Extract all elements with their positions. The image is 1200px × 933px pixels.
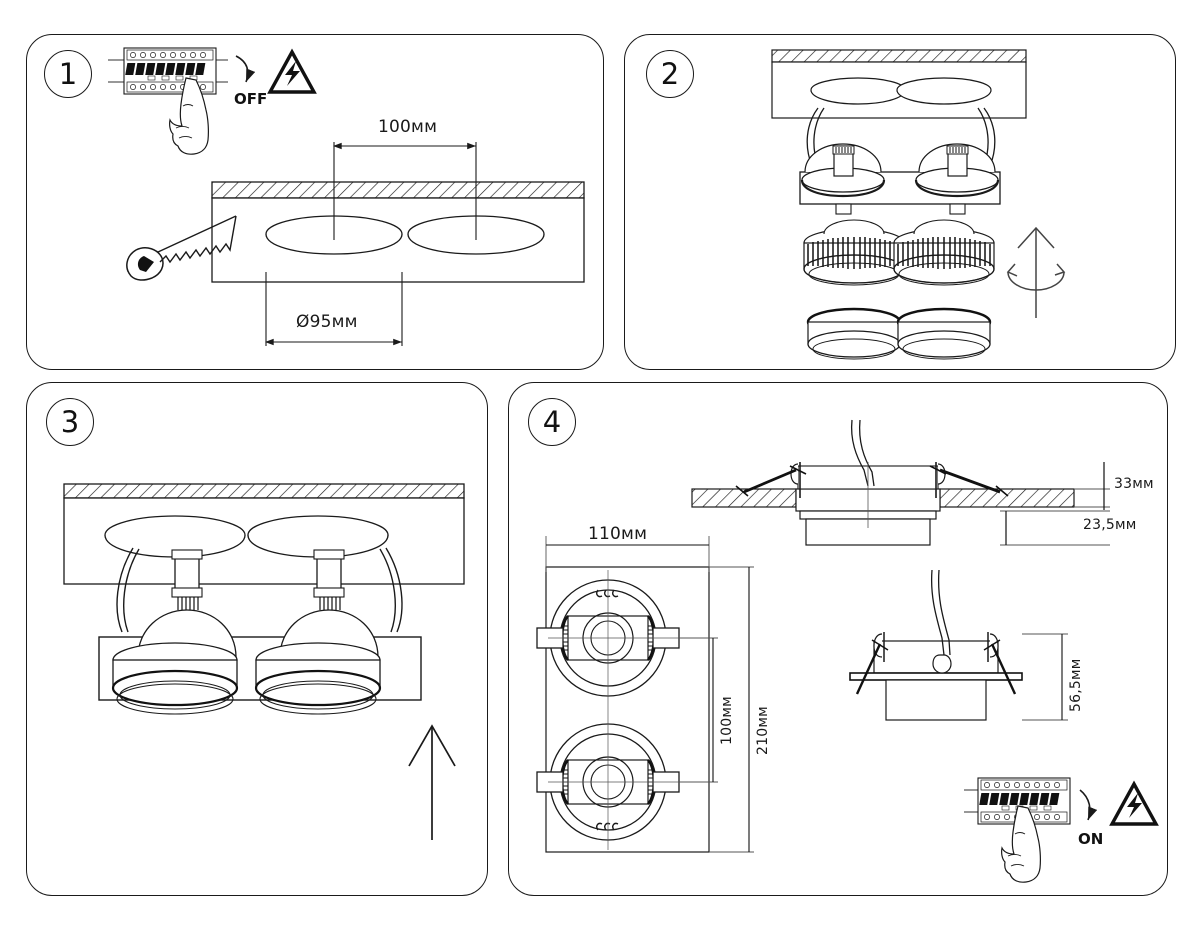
high-voltage-warning-icon <box>267 48 317 94</box>
circuit-breaker-icon <box>108 47 228 95</box>
switch-on-arrow-icon <box>1079 789 1098 821</box>
step-number-1: 1 <box>44 50 92 98</box>
gx53-lamp-module-right <box>893 219 995 286</box>
dimension-110mm <box>545 536 710 572</box>
lamp-head-left <box>111 642 239 715</box>
dimension-label-100mm: 100мм <box>378 117 438 137</box>
keyhole-saw-icon <box>126 215 237 281</box>
dimension-label-56-5mm: 56,5мм <box>1068 658 1084 713</box>
up-arrow-icon <box>408 724 456 840</box>
dimension-100mm-vertical <box>679 637 718 783</box>
dimension-label-diameter-95mm: Ø95мм <box>296 312 358 332</box>
spring-clip-icon <box>116 547 403 633</box>
switch-off-arrow-icon <box>235 55 256 83</box>
step-number-4: 4 <box>528 398 576 446</box>
dimension-label-100mm-vertical: 100мм <box>719 696 735 745</box>
hand-pointing-icon <box>1001 805 1041 883</box>
lamp-head-right <box>254 642 382 715</box>
dimension-label-210mm-vertical: 210мм <box>755 706 771 755</box>
high-voltage-warning-icon <box>1109 780 1159 826</box>
fixture-plan-view-icon <box>536 566 710 853</box>
spotlight-frame-icon <box>799 143 1001 215</box>
dimension-210mm-vertical <box>709 566 754 853</box>
dimension-100mm <box>332 142 477 240</box>
ceiling-pocket-left <box>810 77 906 105</box>
dimension-label-33mm: 33мм <box>1114 476 1154 492</box>
dimension-56-5mm <box>1022 633 1068 721</box>
lamp-ring-right <box>896 307 992 360</box>
fixture-elevation-icon <box>849 569 1023 721</box>
gx53-lamp-module-left <box>803 219 905 286</box>
step-number-2: 2 <box>646 50 694 98</box>
ceiling-pocket-right <box>896 77 992 105</box>
step-number-3: 3 <box>46 398 94 446</box>
dimension-33mm <box>1074 462 1110 510</box>
dimension-23-5mm <box>1000 510 1110 546</box>
fixture-cross-section-icon <box>691 419 1075 546</box>
hand-pointing-icon <box>169 77 209 155</box>
switch-off-label: OFF <box>234 90 268 108</box>
push-and-rotate-arrow-icon <box>1006 226 1066 318</box>
switch-on-label: ON <box>1078 830 1104 848</box>
dimension-label-23-5mm: 23,5мм <box>1083 517 1137 533</box>
dimension-label-110mm: 110мм <box>588 524 648 544</box>
dimension-diameter-95mm <box>264 272 403 346</box>
recessed-can-right <box>247 515 389 558</box>
